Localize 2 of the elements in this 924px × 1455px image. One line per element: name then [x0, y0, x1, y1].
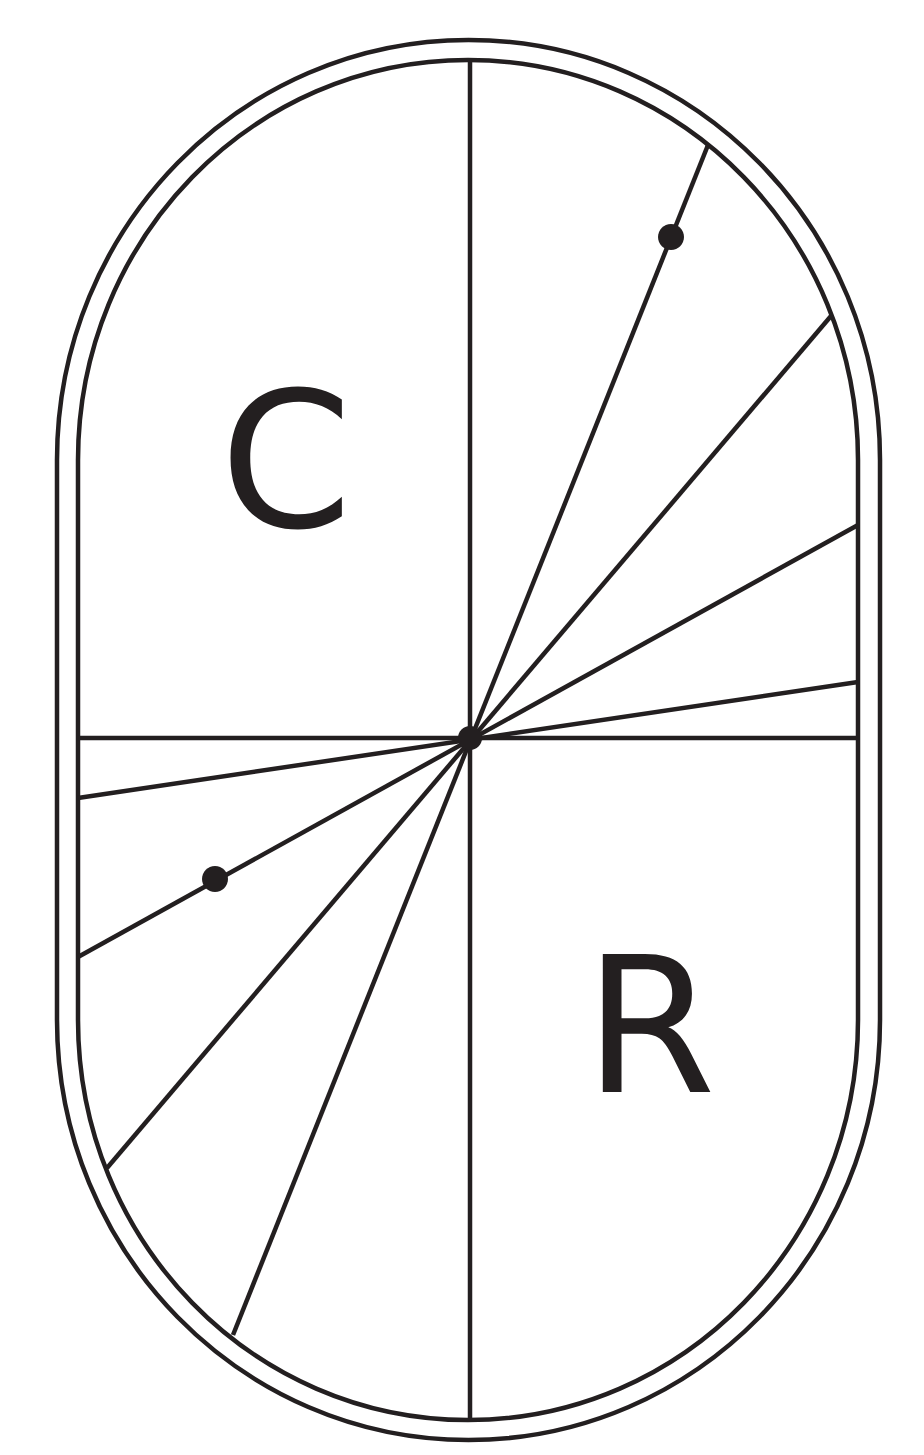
letter-label: C	[230, 386, 342, 530]
letter-label: R	[602, 954, 711, 1092]
